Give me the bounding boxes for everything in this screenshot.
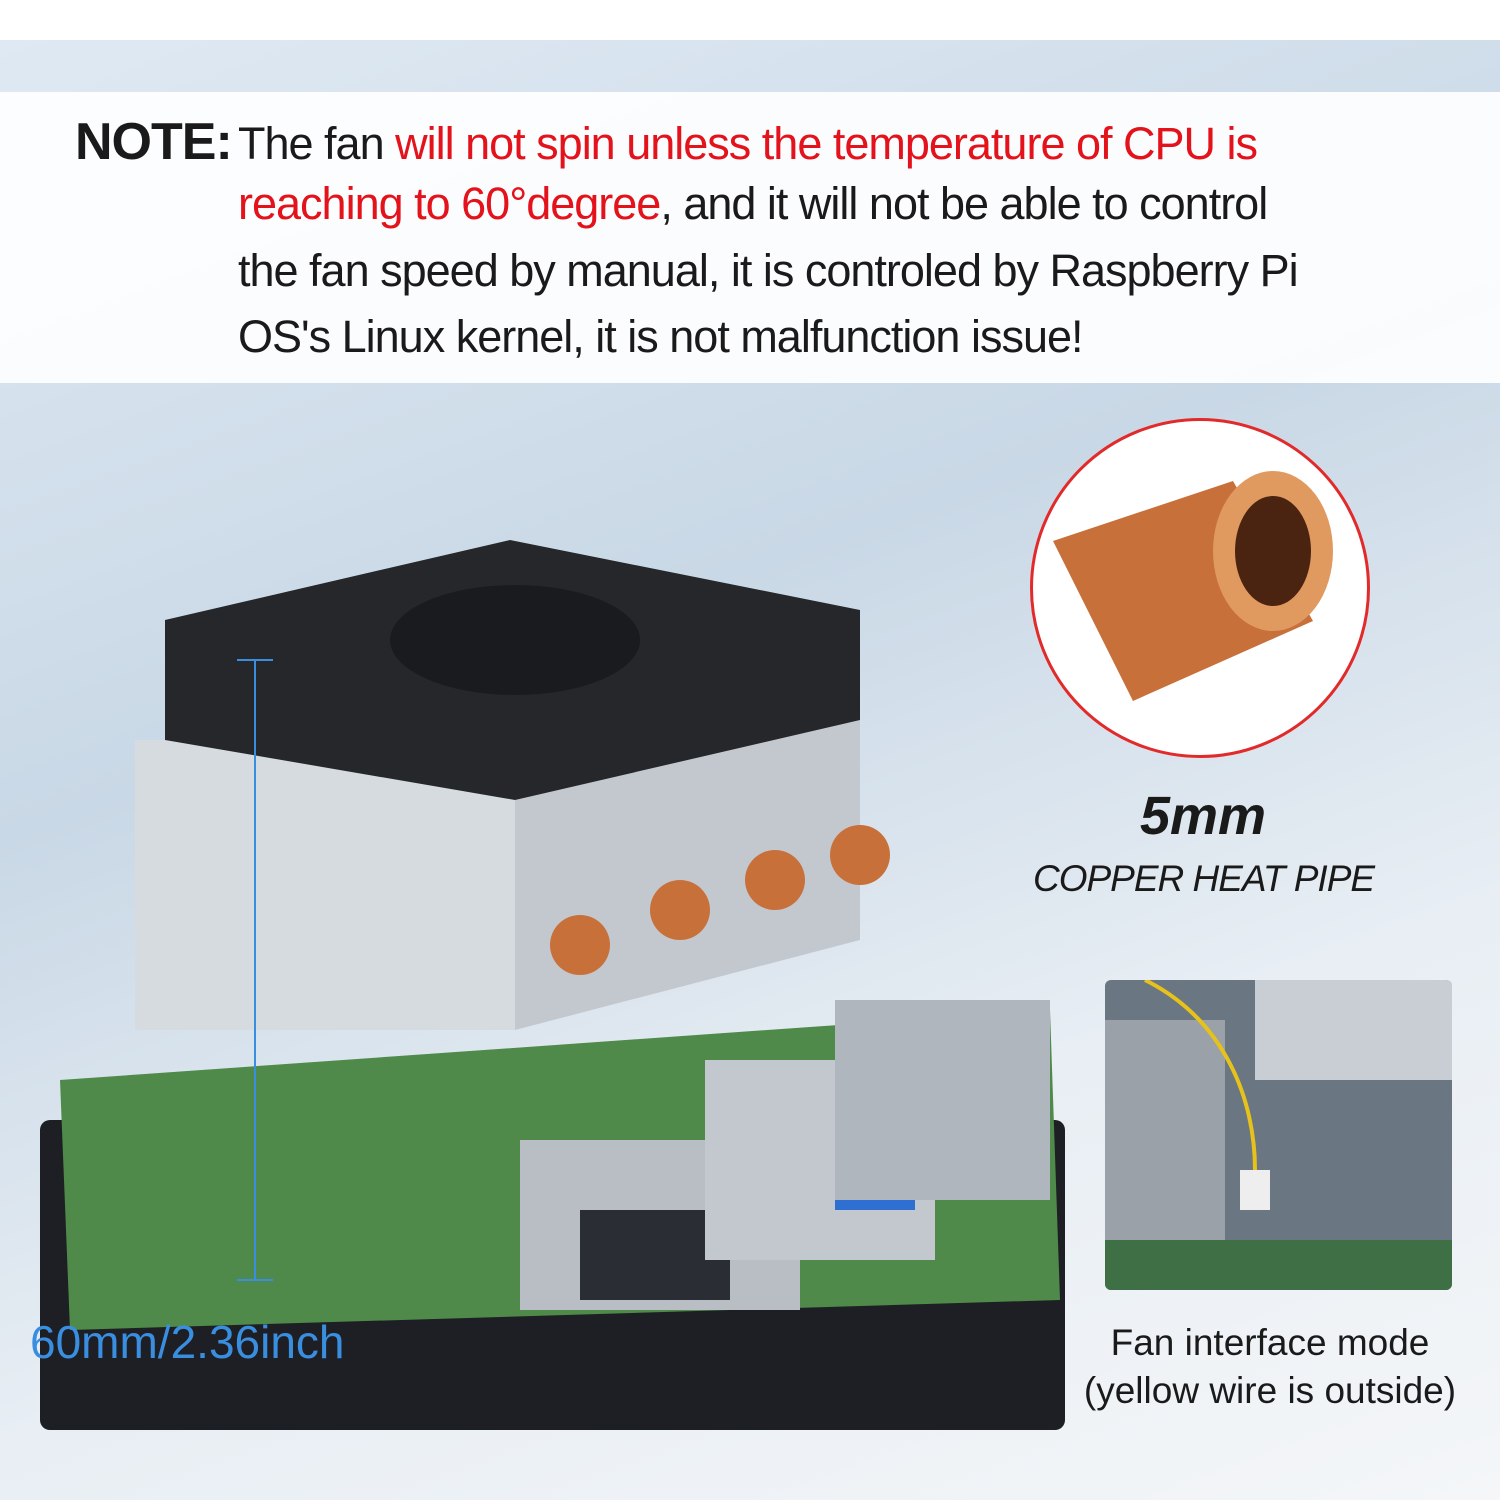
copper-pipe-end xyxy=(830,825,890,885)
note-line-2: reaching to 60°degree, and it will not b… xyxy=(238,178,1268,230)
dimension-label: 60mm/2.36inch xyxy=(30,1316,345,1368)
note-line-3: the fan speed by manual, it is controled… xyxy=(238,245,1299,296)
note-panel xyxy=(0,92,1500,383)
copper-pipe-closeup xyxy=(1030,418,1370,758)
fan-hub xyxy=(390,585,640,695)
note-highlight: reaching to 60°degree xyxy=(238,178,661,229)
copper-pipe-end xyxy=(650,880,710,940)
note-line-4: OS's Linux kernel, it is not malfunction… xyxy=(238,311,1083,362)
heat-pipe-size: 5mm xyxy=(1140,786,1267,846)
copper-pipe-end xyxy=(745,850,805,910)
copper-pipe-end xyxy=(550,915,610,975)
note-text: The fan xyxy=(238,118,396,169)
note-line-1: The fan will not spin unless the tempera… xyxy=(238,118,1258,170)
inset-caption-line-1: Fan interface mode xyxy=(1110,1322,1430,1363)
usb-ports-2 xyxy=(835,1000,1050,1200)
copper-pipe-image xyxy=(1053,471,1333,701)
fan-connector-image xyxy=(1105,980,1452,1290)
note-text: , and it will not be able to control xyxy=(660,178,1268,229)
note-highlight: will not spin unless the temperature of … xyxy=(395,118,1258,169)
inset-caption-line-2: (yellow wire is outside) xyxy=(1083,1370,1457,1411)
note-label: NOTE: xyxy=(75,113,233,171)
heat-pipe-label: COPPER HEAT PIPE xyxy=(1033,858,1375,899)
fan-interface-inset-photo xyxy=(1105,980,1452,1290)
